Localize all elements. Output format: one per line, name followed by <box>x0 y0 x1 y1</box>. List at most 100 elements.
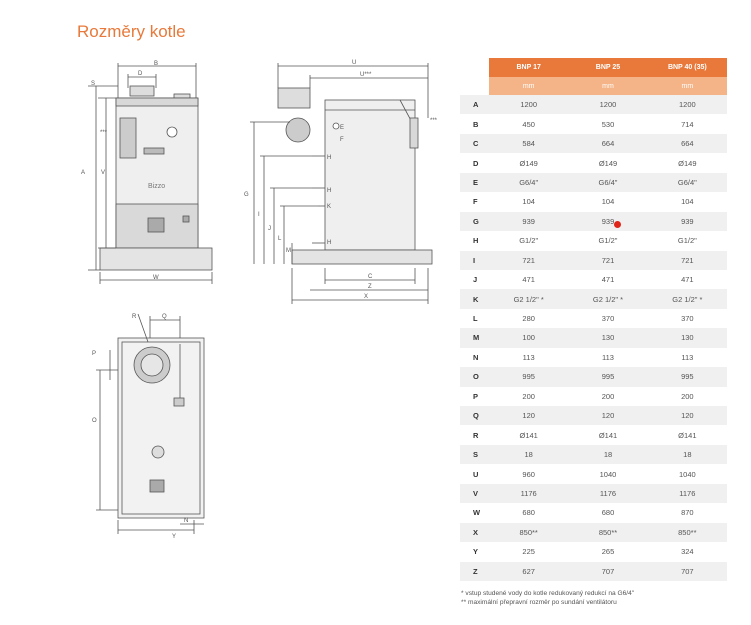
row-label: A <box>460 95 489 115</box>
row-label: B <box>473 119 479 129</box>
table-cell: 200 <box>601 391 615 401</box>
top-dim-q: Q <box>162 314 167 320</box>
model-header: BNP 40 (35) <box>647 58 727 77</box>
table-cell: 1040 <box>678 469 696 479</box>
table-cell: Ø149 <box>678 158 697 168</box>
table-cell: 995 <box>647 367 727 387</box>
side-dim-h1: H <box>327 155 331 161</box>
table-cell: 1200 <box>647 95 727 115</box>
side-dim-j: J <box>268 226 271 232</box>
row-label: R <box>473 430 479 440</box>
front-dim-s: S <box>91 81 95 87</box>
table-cell: 104 <box>681 197 694 207</box>
table-cell: 1176 <box>647 483 727 504</box>
table-cell: 324 <box>681 547 694 557</box>
table-cell: 721 <box>489 250 569 270</box>
table-cell: 680 <box>601 508 615 518</box>
table-cell: 1200 <box>568 95 648 115</box>
table-cell: Ø141 <box>678 430 697 440</box>
table-cell: 471 <box>681 275 694 285</box>
table-cell: Ø149 <box>598 158 618 168</box>
table-cell: 1176 <box>489 483 569 504</box>
table-cell: 680 <box>522 508 535 518</box>
row-label: S <box>460 444 489 465</box>
table-notes: * vstup studené vody do kotle redukovaný… <box>461 589 634 607</box>
row-label: Q <box>460 406 489 426</box>
table-cell: 113 <box>602 352 614 362</box>
unit-header: mm <box>568 77 648 95</box>
side-dim-e: E <box>340 125 344 131</box>
table-cell: 280 <box>522 314 535 324</box>
table-cell: 18 <box>568 444 648 465</box>
row-label: E <box>460 172 489 193</box>
table-cell: G2 1/2" * <box>647 289 727 309</box>
table-cell: 995 <box>489 367 569 387</box>
table-cell: 707 <box>647 561 727 581</box>
front-dim-a: A <box>81 170 85 176</box>
top-dim-y: Y <box>172 534 176 540</box>
table-cell: G6/4" <box>647 172 727 193</box>
table-cell: G1/2" <box>519 236 539 246</box>
note-transport: ** maximální přepravní rozměr po sundání… <box>461 599 617 606</box>
table-cell: 104 <box>601 197 615 207</box>
row-label: C <box>460 133 489 154</box>
table-header-units: mm mm mm <box>460 77 727 95</box>
table-cell: 450 <box>522 119 535 129</box>
row-label: W <box>473 508 481 518</box>
row-label: V <box>460 483 489 504</box>
table-cell: 1200 <box>489 95 569 115</box>
table-cell: 939 <box>568 211 648 232</box>
side-dim-m: M <box>286 248 291 254</box>
row-label: H <box>473 236 479 246</box>
table-cell: 113 <box>522 352 535 362</box>
row-label: D <box>473 158 479 168</box>
side-dim-g: G <box>244 192 249 198</box>
top-view-drawing: R Q P O N Y <box>92 313 205 540</box>
table-cell: 995 <box>568 367 648 387</box>
table-cell: 714 <box>681 119 694 129</box>
row-label: U <box>473 469 479 479</box>
side-view-drawing: U U*** E F H H K H G I J L M C Z X *** <box>244 60 438 304</box>
table-cell: Ø141 <box>519 430 538 440</box>
table-cell: Ø141 <box>598 430 618 440</box>
front-view-drawing: B D S A V W *** Bizzo <box>81 61 213 284</box>
table-cell: 584 <box>489 133 569 154</box>
front-stars: *** <box>100 130 108 136</box>
side-dim-ustar: U*** <box>360 72 372 78</box>
table-cell: 225 <box>522 547 535 557</box>
top-dim-r: R <box>132 314 137 320</box>
unit-header: mm <box>647 77 727 95</box>
table-cell: 130 <box>568 328 648 348</box>
table-cell: G6/4" <box>568 172 648 193</box>
row-label: I <box>460 250 489 270</box>
side-dim-c: C <box>368 274 373 280</box>
row-label: F <box>473 197 478 207</box>
table-cell: 113 <box>681 352 694 362</box>
table-cell: 18 <box>489 444 569 465</box>
table-cell: 721 <box>568 250 648 270</box>
front-dim-d: D <box>138 71 143 77</box>
page-title: Rozměry kotle <box>77 22 186 41</box>
table-cell: 120 <box>568 406 648 426</box>
row-label: O <box>460 367 489 387</box>
side-dim-z: Z <box>368 284 372 290</box>
table-cell: G1/2" <box>598 236 618 246</box>
table-cell: 200 <box>681 391 694 401</box>
table-cell: 530 <box>601 119 615 129</box>
model-header: BNP 17 <box>489 58 569 77</box>
table-cell: 370 <box>681 314 694 324</box>
table-cell: 370 <box>601 314 615 324</box>
